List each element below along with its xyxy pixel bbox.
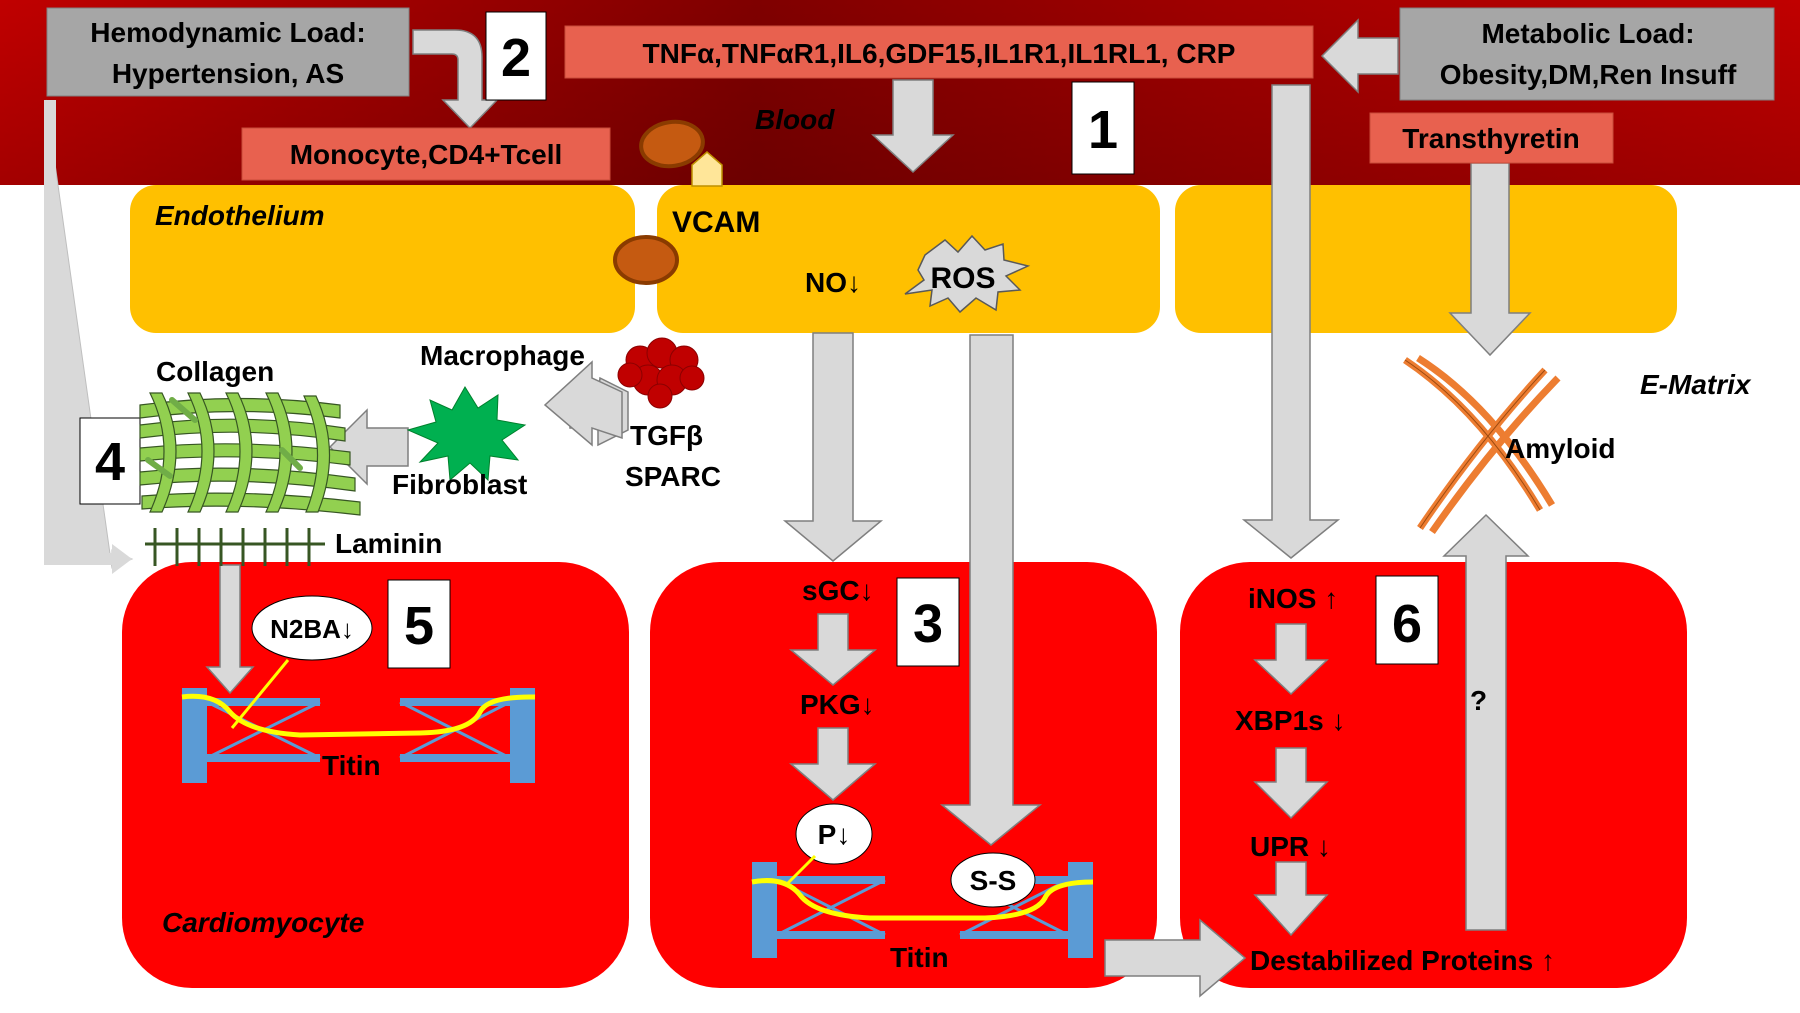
question-mark: ? <box>1470 685 1487 716</box>
laminin-label: Laminin <box>335 528 442 559</box>
amyloid-fibrils-outline <box>1404 359 1546 529</box>
n2ba-label: N2BA↓ <box>270 614 354 644</box>
endothelium-cell-left <box>130 185 635 333</box>
tgfb-label: TGFβ <box>630 420 703 451</box>
titin-label-2: Titin <box>890 942 949 973</box>
xbp1s-label: XBP1s ↓ <box>1235 705 1346 736</box>
transthyretin-label: Transthyretin <box>1402 123 1579 154</box>
n2ba-bubble <box>251 595 373 661</box>
svg-text:6: 6 <box>1392 594 1422 654</box>
tgfb-cluster <box>617 337 705 409</box>
titin-sarcomere-1 <box>181 688 536 783</box>
hemodynamic-line-foot <box>44 553 124 565</box>
svg-text:3: 3 <box>913 594 943 654</box>
destabilized-label: Destabilized Proteins ↑ <box>1250 945 1555 976</box>
inos-to-xbp1s-arrow <box>1253 623 1329 696</box>
vcam-label: VCAM <box>672 206 760 239</box>
sparc-label: SPARC <box>625 461 721 492</box>
vcam-receptor <box>691 151 723 187</box>
p-pointer <box>783 854 817 888</box>
laminin-to-titin-arrow <box>205 564 255 695</box>
amyloid-label: Amyloid <box>1505 433 1615 464</box>
cytokine-down-arrow <box>871 79 955 174</box>
number-box-1: 1 <box>1071 81 1135 175</box>
monocyte-cell-transmigrating <box>613 235 679 285</box>
metabolic-load-box: Metabolic Load: Obesity,DM,Ren Insuff <box>1399 7 1775 101</box>
hemodynamic-line-head <box>112 544 132 574</box>
number-box-2: 2 <box>485 11 547 101</box>
monocyte-cell-in-blood <box>639 119 705 169</box>
ros-label: ROS <box>930 262 995 295</box>
tgfb-macrophage-arrow <box>543 360 623 447</box>
transthyretin-to-amyloid-arrow <box>1448 162 1532 357</box>
metabolic-to-cytokines-arrow <box>1320 18 1399 94</box>
pkg-label: PKG↓ <box>800 689 875 720</box>
collagen-label: Collagen <box>156 356 274 387</box>
cardiomyocyte-label: Cardiomyocyte <box>162 907 364 938</box>
macrophage-label: Macrophage <box>420 340 585 371</box>
hemodynamic-load-box: Hemodynamic Load: Hypertension, AS <box>46 7 410 97</box>
titin-to-destabilized-arrow <box>1104 918 1247 998</box>
metabolic-load-line2: Obesity,DM,Ren Insuff <box>1440 59 1737 90</box>
blood-label: Blood <box>755 104 835 135</box>
ss-bubble <box>950 852 1036 908</box>
number-box-5: 5 <box>387 579 451 669</box>
hemodynamic-load-line1: Hemodynamic Load: <box>90 17 365 48</box>
monocyte-box: Monocyte,CD4+Tcell <box>241 127 611 181</box>
endothelium-cell-middle <box>657 185 1160 333</box>
monocyte-label: Monocyte,CD4+Tcell <box>290 139 563 170</box>
upr-label: UPR ↓ <box>1250 831 1331 862</box>
svg-text:2: 2 <box>501 28 531 88</box>
n2ba-pointer <box>230 659 290 729</box>
cytokines-label: TNFα,TNFαR1,IL6,GDF15,IL1R1,IL1RL1, CRP <box>643 38 1236 69</box>
ss-label: S-S <box>970 865 1017 896</box>
svg-text:4: 4 <box>95 432 125 492</box>
transthyretin-box: Transthyretin <box>1369 112 1614 164</box>
inos-label: iNOS ↑ <box>1248 583 1338 614</box>
ros-to-ss-arrow <box>939 334 1043 846</box>
hemodynamic-line-body <box>44 100 56 565</box>
metabolic-load-line1: Metabolic Load: <box>1481 18 1694 49</box>
number-box-6: 6 <box>1375 575 1439 665</box>
xbp1s-to-upr-arrow <box>1253 747 1329 820</box>
number-box-3: 3 <box>896 577 960 667</box>
upr-to-destabilized-arrow <box>1253 861 1329 937</box>
ematrix-label: E-Matrix <box>1640 369 1752 400</box>
cytokines-box: TNFα,TNFαR1,IL6,GDF15,IL1R1,IL1RL1, CRP <box>564 25 1314 79</box>
sgc-label: sGC↓ <box>802 575 874 606</box>
pkg-to-p-arrow <box>788 727 878 801</box>
fibroblast-starburst <box>406 386 527 482</box>
ros-starburst <box>904 234 1031 314</box>
collagen-crosslinks <box>145 397 303 479</box>
laminin-strip <box>145 528 325 566</box>
collagen-fibers <box>139 392 361 516</box>
sgc-to-pkg-arrow <box>788 613 878 686</box>
hemodynamic-load-line2: Hypertension, AS <box>112 58 344 89</box>
p-bubble <box>795 803 873 865</box>
destabilized-to-amyloid-arrow <box>1442 513 1530 931</box>
svg-text:5: 5 <box>404 596 434 656</box>
fibroblast-label: Fibroblast <box>392 469 527 500</box>
svg-text:1: 1 <box>1088 100 1118 160</box>
no-to-sgc-arrow <box>782 332 884 562</box>
number-box-4: 4 <box>79 417 141 505</box>
titin-label-1: Titin <box>322 750 381 781</box>
p-label: P↓ <box>818 819 851 850</box>
titin-sarcomere-2 <box>751 862 1094 958</box>
endothelium-cell-right <box>1175 185 1677 333</box>
no-label: NO↓ <box>805 267 861 298</box>
endothelium-label: Endothelium <box>155 200 325 231</box>
metabolic-to-inos-arrow <box>1241 84 1341 559</box>
hemodynamic-to-monocyte-arrow <box>412 29 499 130</box>
